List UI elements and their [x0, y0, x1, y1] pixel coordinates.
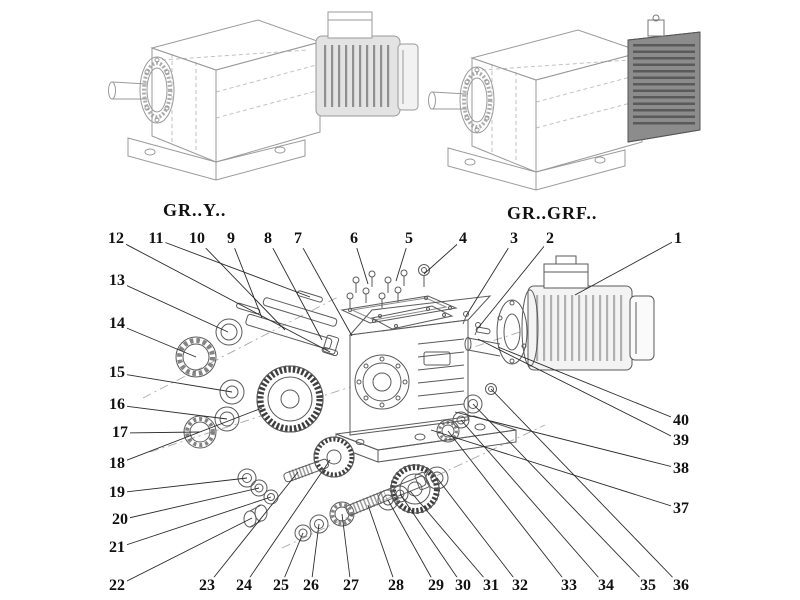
exploded-output-shaft-train — [294, 383, 497, 542]
variant-label-gr-grf: GR..GRF.. — [507, 203, 598, 223]
leader-line-27 — [341, 513, 352, 587]
variant-label-gr-y: GR..Y.. — [163, 200, 227, 220]
exploded-intermediate-parts — [237, 458, 329, 528]
leader-line-26 — [310, 523, 320, 587]
leader-line-8 — [267, 238, 323, 341]
leader-line-1 — [574, 238, 679, 296]
leader-line-21 — [116, 496, 272, 549]
leader-line-34 — [460, 419, 607, 587]
leader-line-29 — [387, 499, 437, 587]
leader-line-28 — [367, 504, 397, 587]
leader-line-36 — [490, 388, 682, 587]
leader-line-2 — [477, 238, 551, 329]
leader-line-9 — [230, 238, 263, 319]
leader-line-23 — [206, 471, 299, 587]
leader-line-35 — [472, 403, 649, 587]
leader-line-3 — [465, 238, 515, 317]
leader-line-19 — [116, 477, 248, 494]
leader-line-24 — [243, 459, 331, 587]
leader-line-4 — [423, 238, 464, 275]
leader-line-16 — [116, 404, 228, 420]
exploded-cover-and-bolts — [340, 264, 458, 324]
leader-line-10 — [196, 238, 286, 331]
leader-line-20 — [119, 487, 260, 521]
exploded-motor — [462, 255, 655, 371]
leader-line-14 — [116, 323, 197, 358]
leader-line-13 — [116, 280, 229, 333]
exploded-housing — [335, 295, 517, 463]
leader-line-30 — [399, 493, 464, 587]
leader-line-11 — [155, 238, 311, 298]
leader-line-37 — [430, 429, 682, 510]
leader-line-15 — [116, 372, 233, 393]
leader-line-17 — [119, 431, 201, 434]
leader-line-33 — [447, 430, 570, 587]
leader-line-39 — [477, 338, 682, 442]
leader-line-31 — [409, 490, 492, 587]
exploded-view-drawing — [175, 255, 655, 542]
leader-line-40 — [497, 346, 682, 422]
leader-line-38 — [454, 411, 682, 470]
leader-line-18 — [116, 407, 263, 465]
eye-bolt — [418, 264, 430, 287]
leader-line-12 — [115, 238, 331, 353]
leader-lines — [115, 238, 682, 587]
leader-line-25 — [280, 532, 304, 587]
leader-line-22 — [116, 517, 253, 587]
cover-screws — [346, 269, 408, 308]
assembled-view-gr-y-drawing — [108, 11, 419, 181]
leader-line-32 — [436, 477, 521, 587]
leader-line-7 — [297, 238, 353, 337]
assembled-view-gr-grf-drawing — [428, 14, 701, 191]
